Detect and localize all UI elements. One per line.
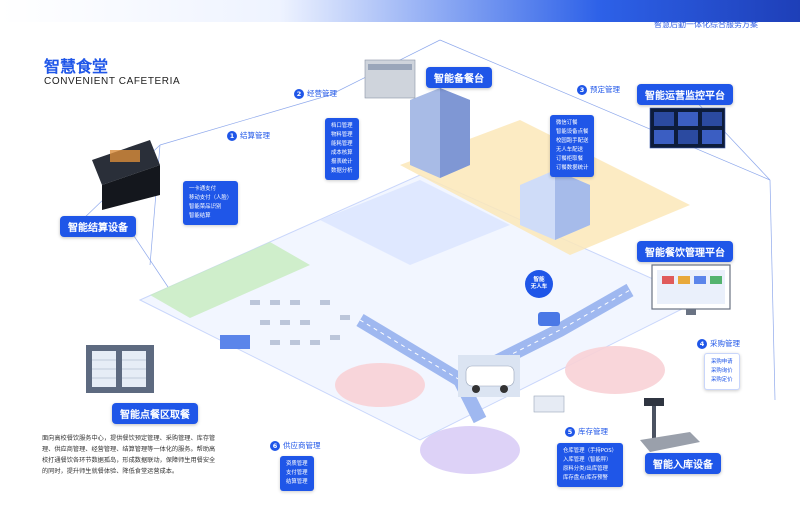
step-4-label: 4 采购管理 [697, 338, 740, 349]
top-gradient-bar [0, 0, 800, 22]
prep-building [410, 88, 470, 178]
step-2-items: 档口管理 物料管理 能耗管理 成本核算 报表统计 数据分析 [325, 118, 359, 180]
step-6-items: 资质管理 支付管理 结算管理 [280, 456, 314, 491]
step-2-item: 物料管理 [331, 132, 353, 138]
tag-unmanned-car: 智能 无人车 [525, 270, 553, 298]
step-2-label: 2 经营管理 [294, 88, 337, 99]
step-3-label: 3 预定管理 [577, 84, 620, 95]
reservation-building [520, 170, 590, 240]
pickup-locker-photo [86, 345, 154, 393]
step-4-item: 采购申请 [711, 359, 733, 365]
tag-warehouse-device: 智能入库设备 [645, 453, 721, 474]
step-3-title: 预定管理 [590, 85, 620, 94]
step-3-item: 无人车配送 [556, 147, 583, 153]
step-1-label: 1 结算管理 [227, 130, 270, 141]
step-1-items: 一卡通支付 移动支付（人脸） 智能菜品识别 智能结算 [183, 181, 239, 225]
step-2-item: 档口管理 [331, 123, 353, 129]
step-4-items: 采购申请 采购询价 采购定价 [704, 353, 740, 390]
step-5-title: 库存管理 [578, 427, 608, 436]
entrance-gate [220, 335, 250, 349]
dining-tables [250, 300, 350, 345]
tag-catering-platform: 智能餐饮管理平台 [637, 241, 733, 262]
step-6-title: 供应商管理 [283, 441, 321, 450]
settlement-device [92, 140, 160, 210]
step-3-item: 校园跑手配送 [556, 138, 589, 144]
step-6-label: 6 供应商管理 [270, 440, 321, 451]
zone-operation [320, 180, 510, 265]
step-4-item: 采购定价 [711, 377, 733, 383]
step-3-item: 订餐柜取餐 [556, 156, 583, 162]
step-4-item: 采购询价 [711, 368, 733, 374]
zone-inventory [420, 426, 520, 474]
warehouse-scale-device [640, 398, 700, 452]
tag-pickup-area: 智能点餐区取餐 [112, 403, 198, 424]
page-subtitle: CONVENIENT CAFETERIA [44, 76, 181, 87]
zone-supplier [335, 363, 425, 407]
step-1-item: 移动支付（人脸） [189, 195, 233, 201]
solution-name: 智慧后勤一体化综合服务方案 [654, 20, 758, 29]
unmanned-car-photo [458, 355, 520, 397]
ops-monitor-screens [649, 107, 726, 149]
step-2-title: 经营管理 [307, 89, 337, 98]
step-2-item: 数据分析 [331, 168, 353, 174]
zone-procurement [565, 346, 665, 394]
step-5-label: 5 库存管理 [565, 426, 608, 437]
step-5-item: 原料分类/出库管理 [563, 466, 608, 472]
unmanned-car-icon [538, 312, 560, 326]
step-5-item: 入库管理（智能秤） [563, 457, 612, 463]
page-description: 面向高校餐饮服务中心，提供餐饮预定管理、采购管理、库存管理、供应商管理、经营管理… [42, 435, 216, 475]
step-5-item: 仓库管理（手持POS） [563, 448, 618, 454]
step-2-item: 成本核算 [331, 150, 353, 156]
catering-platform-monitor [651, 264, 731, 315]
step-5-number: 5 [565, 426, 575, 437]
step-4-number: 4 [697, 338, 707, 349]
step-2-number: 2 [294, 88, 304, 99]
prep-counter-device [364, 59, 416, 99]
tag-unmanned-car-label: 智能 无人车 [530, 277, 548, 290]
step-1-number: 1 [227, 130, 237, 141]
step-6-number: 6 [270, 440, 280, 451]
tag-settlement-device: 智能结算设备 [60, 216, 136, 237]
step-1-item: 智能结算 [189, 213, 211, 219]
step-5-items: 仓库管理（手持POS） 入库管理（智能秤） 原料分类/出库管理 库存盘点/库存预… [557, 443, 624, 487]
step-1-item: 一卡通支付 [189, 186, 216, 192]
step-3-number: 3 [577, 84, 587, 95]
truck-icon [533, 395, 565, 413]
step-6-item: 支付管理 [286, 470, 308, 476]
tag-ops-monitor: 智能运营监控平台 [637, 84, 733, 105]
page-title: 智慧食堂 [44, 57, 109, 76]
step-3-items: 微信订餐 智能设备点餐 校园跑手配送 无人车配送 订餐柜取餐 订餐数据统计 [550, 115, 595, 177]
step-3-item: 订餐数据统计 [556, 165, 589, 171]
step-5-item: 库存盘点/库存预警 [563, 475, 608, 481]
step-2-item: 能耗管理 [331, 141, 353, 147]
step-1-item: 智能菜品识别 [189, 204, 222, 210]
step-1-title: 结算管理 [240, 131, 270, 140]
step-6-item: 资质管理 [286, 461, 308, 467]
step-2-item: 报表统计 [331, 159, 353, 165]
step-6-item: 结算管理 [286, 479, 308, 485]
tag-prep-station: 智能备餐台 [426, 67, 492, 88]
step-3-item: 智能设备点餐 [556, 129, 589, 135]
zone-settlement [150, 242, 310, 318]
step-3-item: 微信订餐 [556, 120, 578, 126]
step-4-title: 采购管理 [710, 339, 740, 348]
